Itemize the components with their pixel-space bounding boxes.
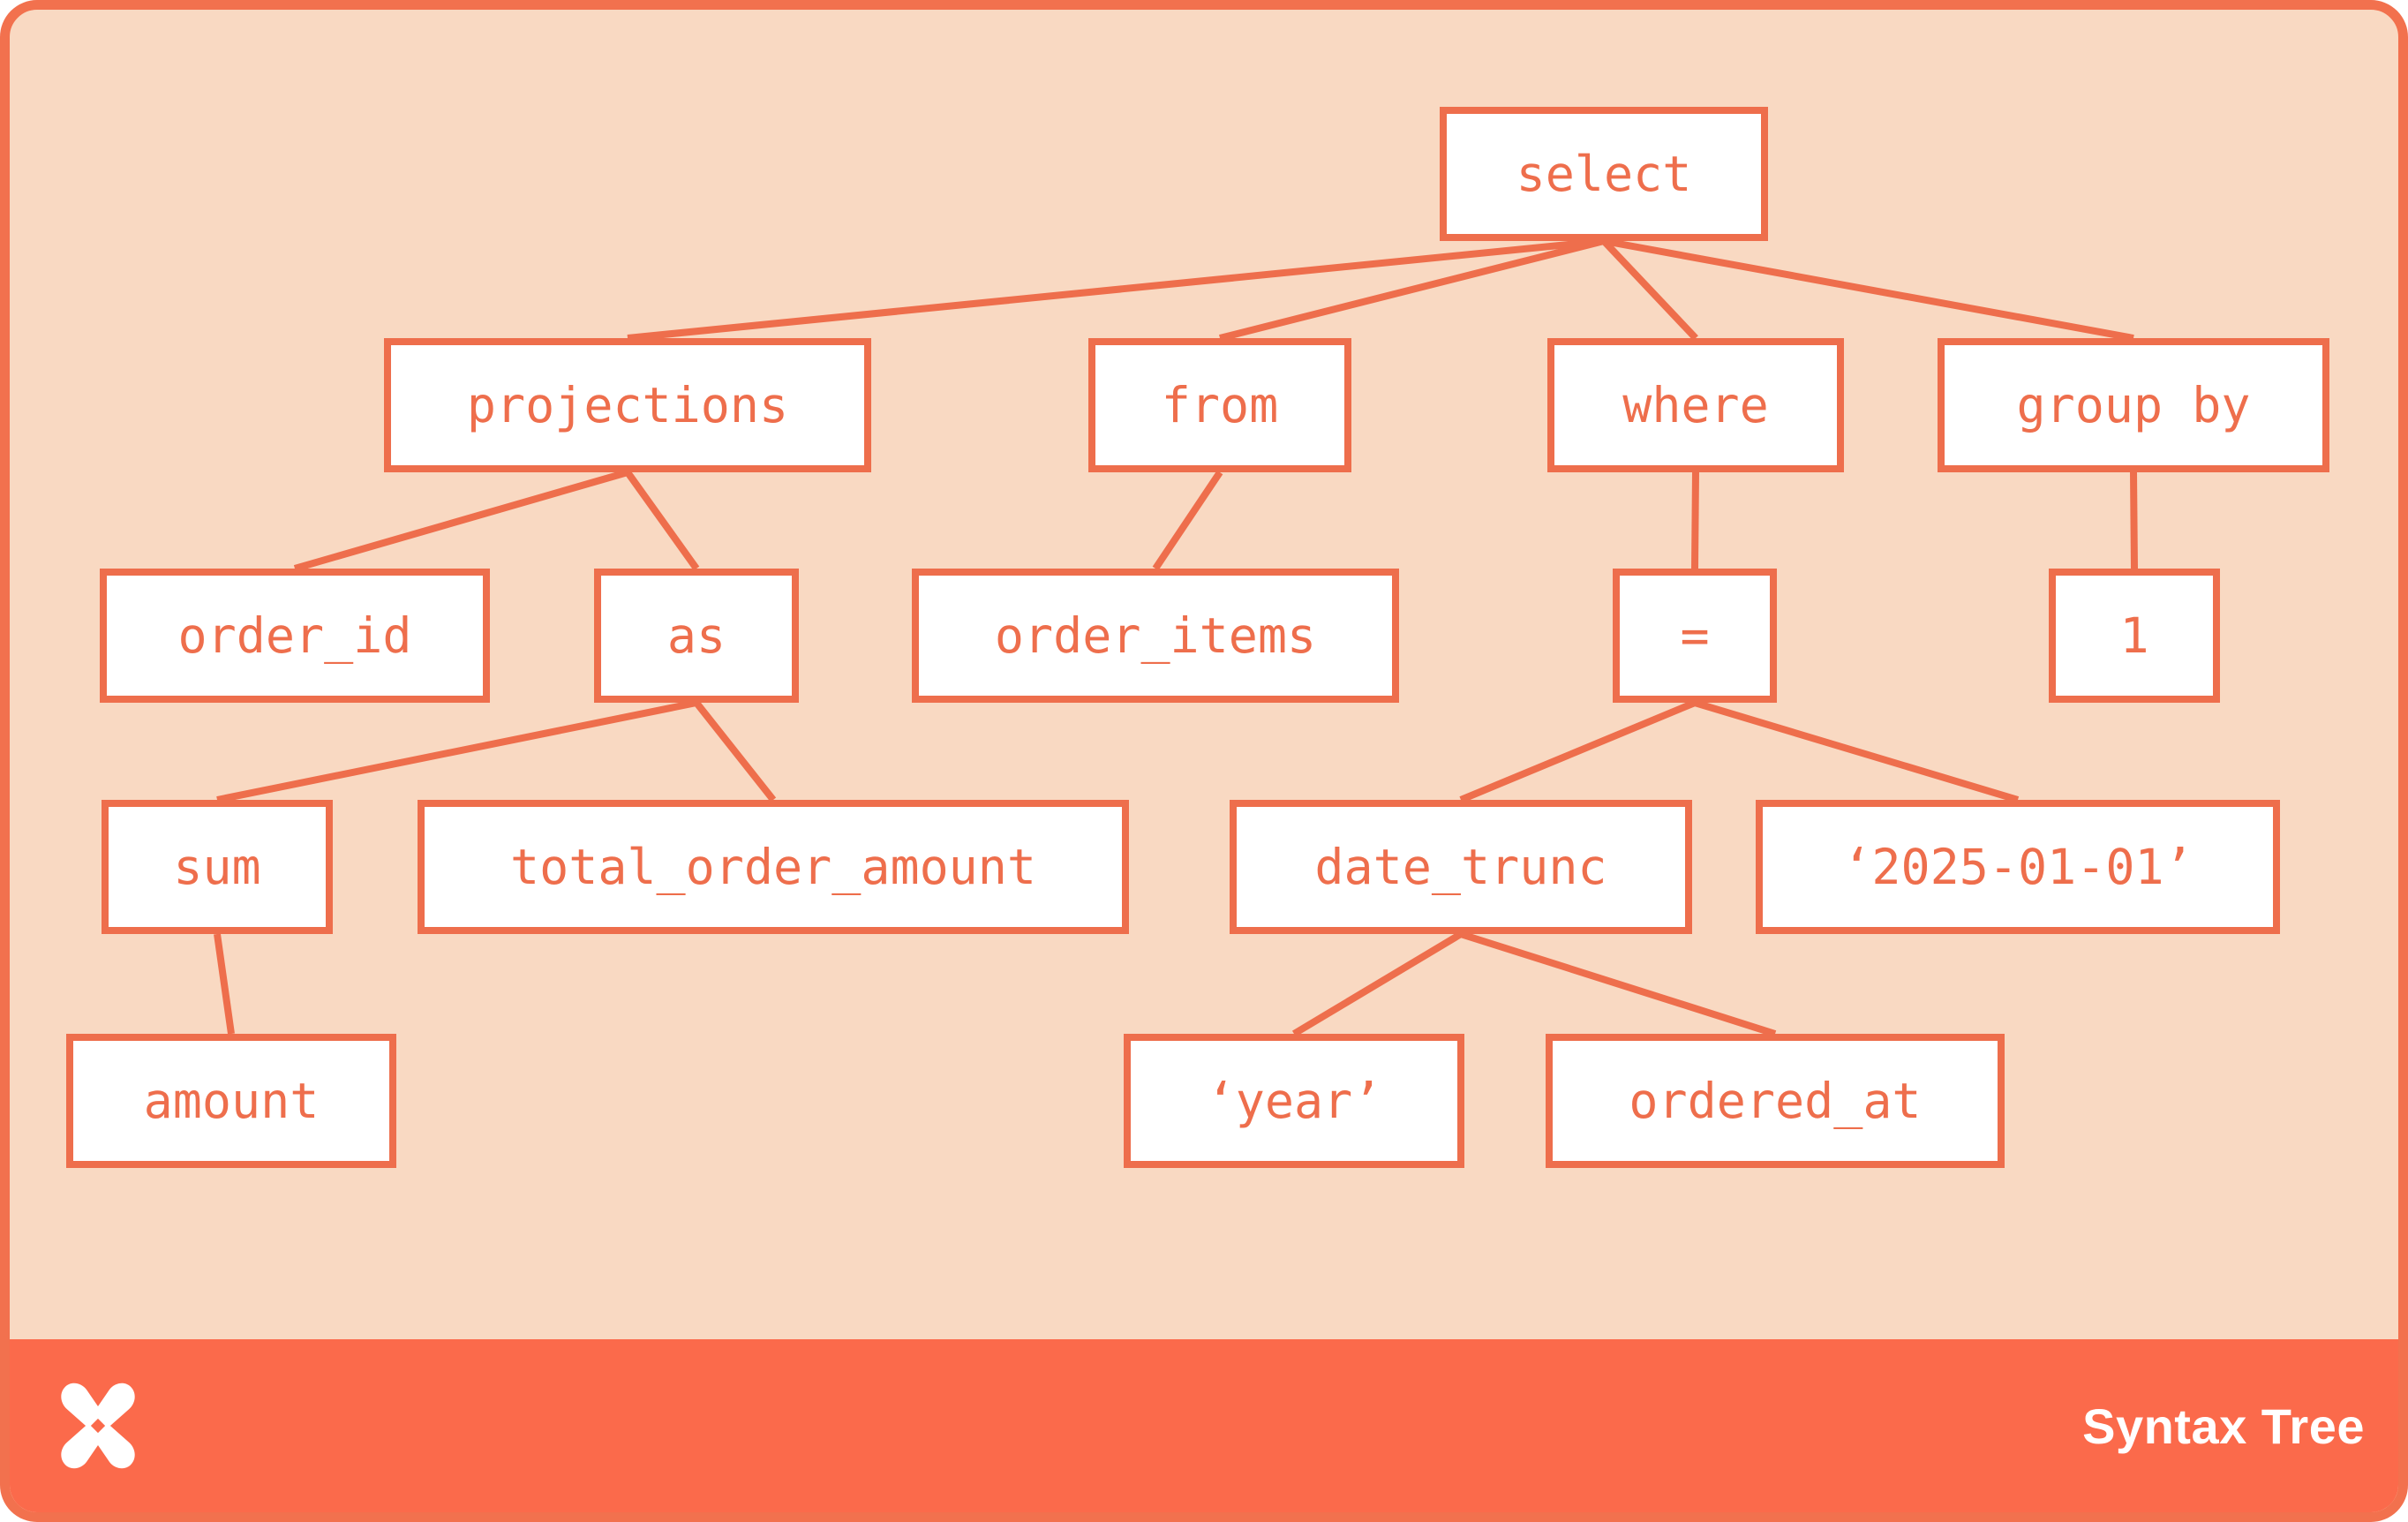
tree-node-select[interactable]: select bbox=[1440, 107, 1768, 241]
tree-edge-select-to-from bbox=[1219, 237, 1605, 342]
syntax-tree-diagram: select projections from where group by order_… bbox=[10, 10, 2398, 1359]
tree-node-order_id[interactable]: order_id bbox=[100, 569, 490, 703]
tree-edge-date_trunc-to-year_literal bbox=[1291, 931, 1464, 1037]
tree-edge-from-to-order_items bbox=[1152, 470, 1223, 571]
tree-node-total_order_amount[interactable]: total_order_amount bbox=[418, 800, 1129, 934]
tree-edge-projections-to-order_id bbox=[293, 469, 629, 572]
x-star-logo-icon bbox=[47, 1375, 149, 1477]
footer-bar: Syntax Tree bbox=[10, 1339, 2398, 1512]
tree-node-date_literal[interactable]: ‘2025-01-01’ bbox=[1756, 800, 2280, 934]
tree-node-from[interactable]: from bbox=[1088, 338, 1351, 472]
tree-edge-sum-to-amount bbox=[214, 933, 235, 1035]
tree-node-as[interactable]: as bbox=[594, 569, 799, 703]
tree-edge-projections-to-as bbox=[624, 470, 700, 571]
tree-node-where[interactable]: where bbox=[1547, 338, 1844, 472]
tree-node-group_by[interactable]: group by bbox=[1938, 338, 2329, 472]
tree-node-amount[interactable]: amount bbox=[66, 1034, 396, 1168]
tree-node-ordered_at[interactable]: ordered_at bbox=[1546, 1034, 2005, 1168]
tree-edge-group_by-to-one bbox=[2130, 471, 2138, 569]
footer-title: Syntax Tree bbox=[2082, 1398, 2365, 1454]
tree-node-one[interactable]: 1 bbox=[2049, 569, 2220, 703]
tree-node-year_literal[interactable]: ‘year’ bbox=[1124, 1034, 1464, 1168]
tree-edge-as-to-sum bbox=[216, 699, 697, 803]
tree-node-sum[interactable]: sum bbox=[102, 800, 333, 934]
tree-edge-select-to-projections bbox=[627, 237, 1605, 342]
tree-node-projections[interactable]: projections bbox=[384, 338, 871, 472]
tree-edge-equals-to-date_literal bbox=[1693, 699, 2020, 803]
tree-edge-select-to-where bbox=[1601, 238, 1698, 341]
tree-node-equals[interactable]: = bbox=[1613, 569, 1777, 703]
tree-edge-select-to-group_by bbox=[1603, 237, 2134, 342]
tree-node-date_trunc[interactable]: date_trunc bbox=[1230, 800, 1692, 934]
tree-edge-where-to-equals bbox=[1691, 471, 1699, 569]
tree-node-order_items[interactable]: order_items bbox=[912, 569, 1399, 703]
tree-edges bbox=[214, 237, 2138, 1037]
tree-edge-date_trunc-to-ordered_at bbox=[1459, 931, 1777, 1037]
tree-edge-equals-to-date_trunc bbox=[1459, 699, 1697, 803]
tree-edge-as-to-total_order_amount bbox=[693, 700, 777, 802]
